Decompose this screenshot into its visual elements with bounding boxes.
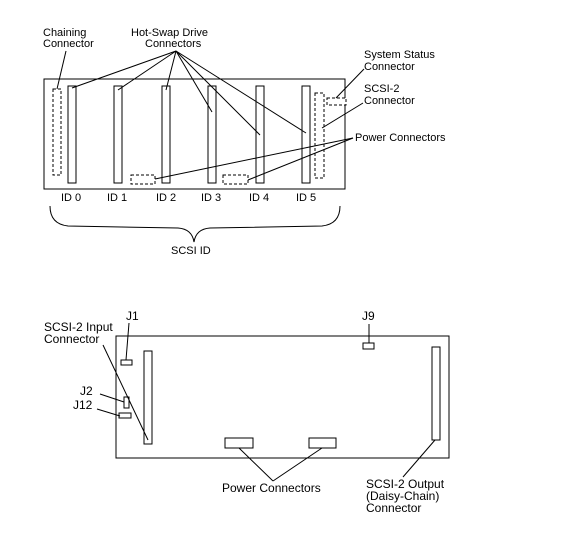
- j2-connector: [123, 396, 130, 409]
- bottom-power-leader-2: [272, 447, 323, 482]
- bottom-power-label: Power Connectors: [222, 481, 321, 495]
- scsi-input-label-1: SCSI-2 Input: [44, 320, 113, 334]
- scsi-output-label-1: SCSI-2 Output: [366, 477, 445, 491]
- power-label-top: Power Connectors: [355, 132, 446, 144]
- system-status-leader: [335, 68, 365, 99]
- scsi2-label-1: SCSI-2: [364, 83, 399, 95]
- scsi2-leader: [321, 102, 364, 129]
- chaining-leader: [56, 50, 67, 90]
- scsi2-input-connector: [143, 350, 153, 445]
- bottom-power-leader-1: [238, 447, 274, 482]
- j12-label: J12: [73, 398, 93, 412]
- drive-connector-id1: [113, 85, 123, 184]
- bottom-power-connector-2: [308, 437, 337, 449]
- scsi-output-label-3: Connector: [366, 501, 421, 515]
- j9-label: J9: [362, 309, 375, 323]
- id-label-1: ID 1: [107, 192, 127, 204]
- hotswap-leader-4: [175, 50, 261, 136]
- hotswap-leader-1: [117, 50, 177, 91]
- scsi2-output-connector: [431, 346, 441, 441]
- scsi-input-leader: [102, 344, 149, 441]
- j1-connector: [120, 359, 133, 366]
- system-status-label-1: System Status: [364, 49, 435, 61]
- power-leader-2: [247, 137, 354, 181]
- hotswap-leader-5: [175, 50, 307, 134]
- top-backplane: Chaining Connector Hot-Swap Drive Connec…: [43, 27, 446, 257]
- id-label-4: ID 4: [249, 192, 269, 204]
- top-board-outline: [43, 78, 346, 190]
- j1-leader: [125, 322, 130, 361]
- hotswap-leader-2: [165, 50, 177, 91]
- drive-connector-id5: [301, 85, 311, 184]
- drive-connector-id2: [161, 85, 171, 184]
- bottom-board-outline: [115, 335, 450, 459]
- j2-leader: [99, 393, 125, 403]
- scsi-output-leader: [402, 439, 436, 478]
- chaining-label-2: Connector: [43, 38, 94, 50]
- drive-connector-id3: [207, 85, 217, 184]
- hotswap-leader-0: [71, 50, 177, 89]
- j12-connector: [118, 412, 132, 419]
- j12-leader: [96, 408, 121, 417]
- j2-label: J2: [80, 384, 93, 398]
- j1-label: J1: [126, 309, 139, 323]
- id-label-3: ID 3: [201, 192, 221, 204]
- id-label-5: ID 5: [296, 192, 316, 204]
- power-connector-1: [130, 174, 156, 185]
- power-leader-1: [154, 137, 354, 180]
- hotswap-label-1: Hot-Swap Drive: [131, 27, 208, 39]
- power-connector-2: [222, 174, 249, 185]
- system-status-connector: [326, 97, 347, 106]
- scsi-input-label-2: Connector: [44, 332, 99, 346]
- bottom-power-connector-1: [224, 437, 254, 449]
- bottom-backplane: J1 J9 SCSI-2 Input Connector J2 J12 Powe…: [44, 309, 450, 515]
- hotswap-leader-3: [175, 50, 213, 113]
- chaining-label-1: Chaining: [43, 27, 86, 39]
- chaining-connector: [52, 88, 62, 176]
- scsi-output-label-2: (Daisy-Chain): [366, 489, 439, 503]
- scsi-id-brace: [49, 205, 341, 243]
- drive-connector-id0: [67, 85, 77, 184]
- id-label-2: ID 2: [156, 192, 176, 204]
- scsi-id-label: SCSI ID: [171, 245, 211, 257]
- scsi2-connector: [314, 92, 325, 179]
- hotswap-label-2: Connectors: [145, 38, 202, 50]
- scsi2-label-2: Connector: [364, 95, 415, 107]
- id-label-0: ID 0: [61, 192, 81, 204]
- j9-connector: [362, 342, 375, 350]
- system-status-label-2: Connector: [364, 61, 415, 73]
